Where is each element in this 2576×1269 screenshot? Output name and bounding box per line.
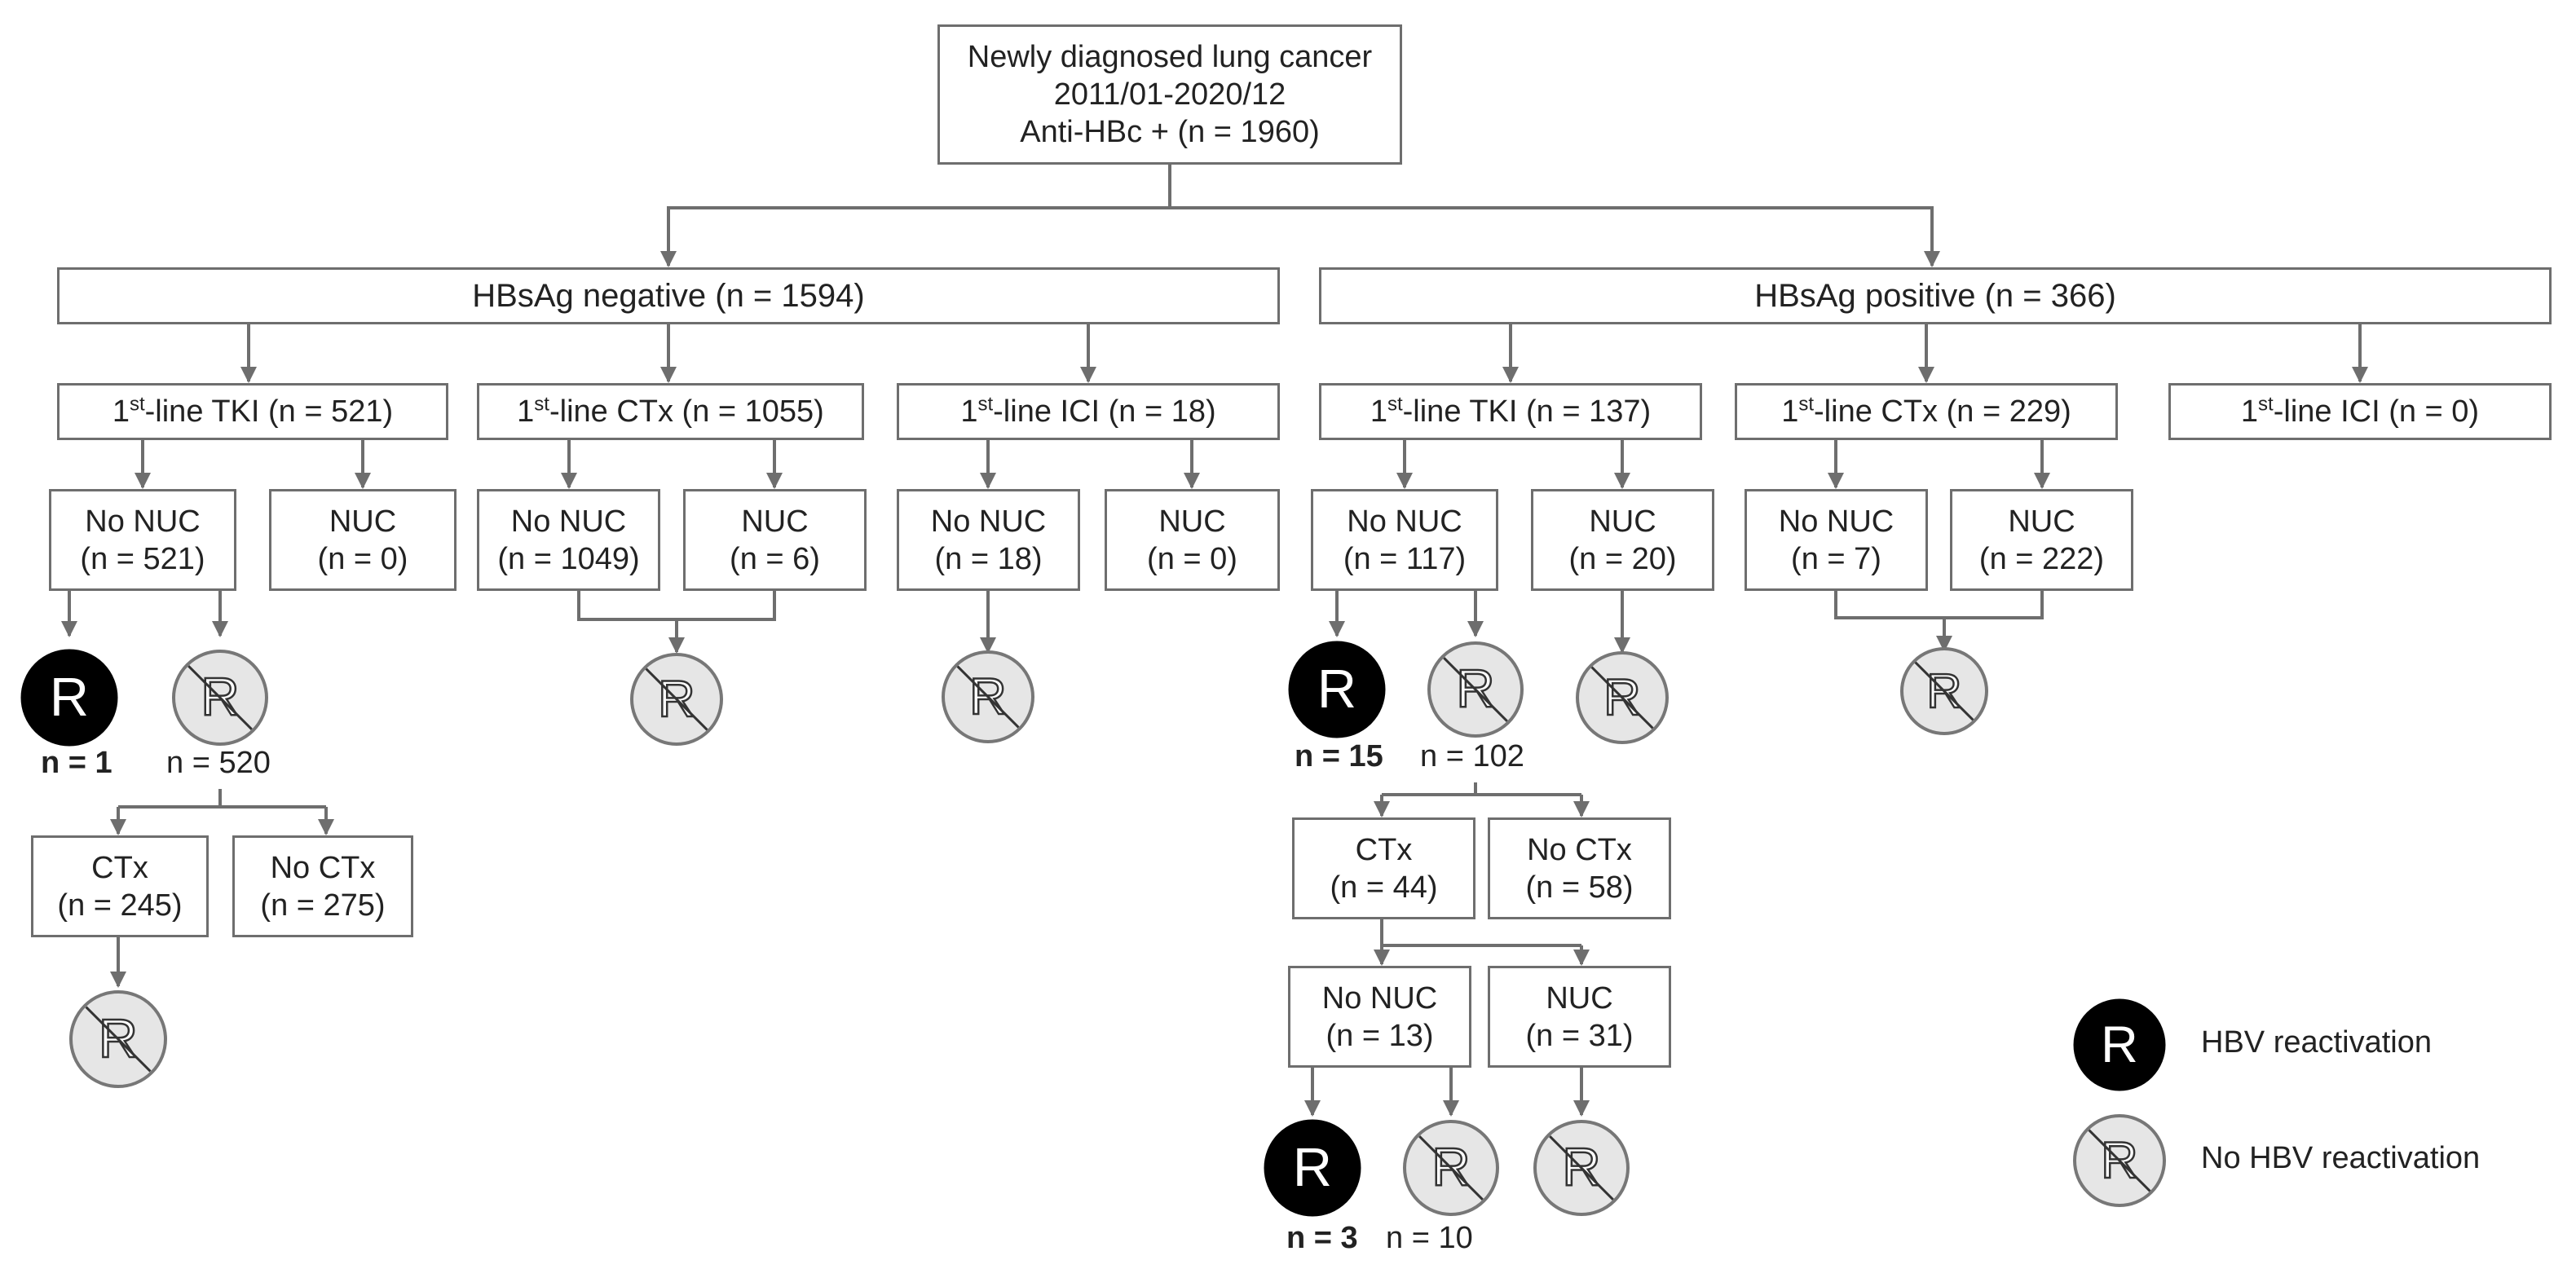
root-period: 2011/01-2020/12: [1053, 77, 1286, 112]
hbsag-negative-box: HBsAg negative (n = 1594): [57, 267, 1280, 324]
pos-tki-reactivation-count: n = 15: [1295, 739, 1383, 773]
svg-text:R: R: [50, 668, 89, 728]
svg-text:R: R: [1603, 669, 1641, 726]
no-reactivation-icon: R: [69, 990, 167, 1088]
neg-ici-nuc-box: NUC (n = 0): [1105, 489, 1280, 591]
pos-ctx-nuc-box: NUC (n = 222): [1950, 489, 2133, 591]
neg-tki-no-nuc-box: No NUC (n = 521): [49, 489, 236, 591]
neg-ici-label: 1st-line ICI (n = 18): [960, 393, 1216, 429]
hbsag-positive-box: HBsAg positive (n = 366): [1319, 267, 2552, 324]
root-box: Newly diagnosed lung cancer 2011/01-2020…: [937, 24, 1402, 165]
pos-ctx-no-nuc-box: No NUC (n = 7): [1745, 489, 1928, 591]
pos-tki-no-reactivation-count: n = 102: [1420, 739, 1524, 773]
no-reactivation-icon: R: [1427, 641, 1524, 738]
reactivation-icon: R: [20, 649, 118, 747]
pos-tki-ctx-nuc-box: NUC (n = 31): [1488, 966, 1671, 1068]
neg-tki-ctx-box: CTx (n = 245): [31, 835, 209, 937]
reactivation-icon: R: [1288, 641, 1386, 738]
neg-tki-label: 1st-line TKI (n = 521): [112, 393, 394, 429]
pos-ici-box: 1st-line ICI (n = 0): [2168, 383, 2552, 440]
legend-no-reactivation-label: No HBV reactivation: [2201, 1141, 2481, 1175]
svg-text:R: R: [2101, 1016, 2138, 1073]
neg-ctx-nuc-box: NUC (n = 6): [683, 489, 867, 591]
svg-text:R: R: [1317, 659, 1356, 720]
pos-tki-ctx-box: CTx (n = 44): [1292, 817, 1475, 919]
pos-tki-ctx-no-nuc-box: No NUC (n = 13): [1288, 966, 1471, 1068]
no-reactivation-icon: R: [1403, 1120, 1499, 1216]
root-count: Anti-HBc + (n = 1960): [1020, 115, 1320, 149]
pos-tki-box: 1st-line TKI (n = 137): [1319, 383, 1702, 440]
pos-ici-label: 1st-line ICI (n = 0): [2240, 393, 2480, 429]
no-reactivation-icon: R: [1900, 647, 1988, 735]
pos-tki-nuc-box: NUC (n = 20): [1531, 489, 1714, 591]
svg-text:R: R: [969, 668, 1007, 725]
reactivation-icon: R: [1264, 1119, 1361, 1217]
no-reactivation-icon: R: [172, 650, 268, 746]
pos-ctx-box: 1st-line CTx (n = 229): [1735, 383, 2118, 440]
neg-ctx-box: 1st-line CTx (n = 1055): [477, 383, 864, 440]
legend-no-reactivation-icon: R: [2073, 1114, 2166, 1207]
pos-tki-ctx-reactivation-count: n = 3: [1286, 1221, 1358, 1255]
neg-tki-box: 1st-line TKI (n = 521): [57, 383, 448, 440]
pos-tki-no-ctx-box: No CTx (n = 58): [1488, 817, 1671, 919]
no-reactivation-icon: R: [1533, 1120, 1630, 1216]
no-reactivation-icon: R: [630, 653, 723, 746]
neg-ctx-label: 1st-line CTx (n = 1055): [517, 393, 824, 429]
pos-tki-ctx-no-reactivation-count: n = 10: [1386, 1221, 1473, 1255]
neg-tki-nuc-box: NUC (n = 0): [269, 489, 457, 591]
no-reactivation-icon: R: [942, 650, 1034, 743]
svg-text:R: R: [1293, 1138, 1332, 1198]
hbsag-positive-label: HBsAg positive (n = 366): [1754, 278, 2116, 314]
neg-tki-reactivation-count: n = 1: [41, 746, 112, 780]
pos-tki-no-nuc-box: No NUC (n = 117): [1311, 489, 1498, 591]
root-title: Newly diagnosed lung cancer: [967, 40, 1373, 74]
neg-tki-no-ctx-box: No CTx (n = 275): [232, 835, 413, 937]
neg-ctx-no-nuc-box: No NUC (n = 1049): [477, 489, 660, 591]
legend-reactivation-label: HBV reactivation: [2201, 1025, 2433, 1060]
no-reactivation-icon: R: [1576, 651, 1669, 744]
neg-ici-box: 1st-line ICI (n = 18): [897, 383, 1280, 440]
neg-tki-no-reactivation-count: n = 520: [166, 746, 271, 780]
hbsag-negative-label: HBsAg negative (n = 1594): [472, 278, 865, 314]
legend-reactivation-icon: R: [2073, 998, 2166, 1091]
pos-tki-label: 1st-line TKI (n = 137): [1370, 393, 1652, 429]
pos-ctx-label: 1st-line CTx (n = 229): [1781, 393, 2071, 429]
neg-ici-no-nuc-box: No NUC (n = 18): [897, 489, 1080, 591]
